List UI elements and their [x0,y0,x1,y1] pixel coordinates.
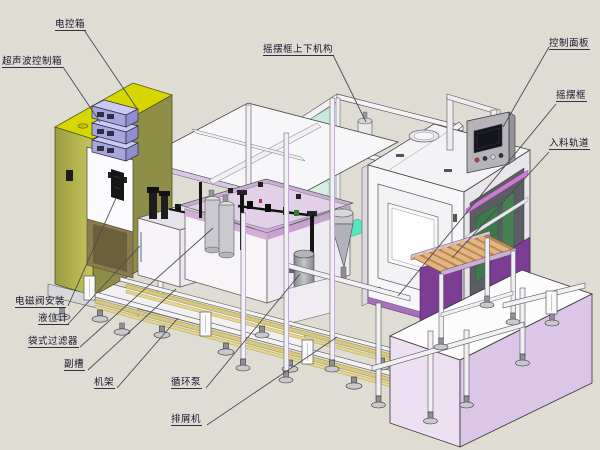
leader-auxiliary-tank [87,288,177,371]
panel-buttons [474,153,504,163]
cabinet-feet [53,307,131,336]
leader-liquid-level-gauge [67,245,141,325]
label-circulation-pump: 循环泵 [171,377,203,389]
control-panel-unit [446,93,516,174]
label-chip-conveyor: 排屑机 [171,414,203,426]
leader-chip-conveyor [206,336,338,426]
leader-electric-control-box [83,29,139,111]
rollers [413,235,510,273]
solenoid-valve-mount [86,146,134,279]
label-bag-filter: 袋式过滤器 [28,336,80,348]
label-auxiliary-tank: 副槽 [64,359,86,371]
bag-filters [204,189,235,259]
leader-feed-track [451,151,550,259]
leader-solenoid-valve-mount [67,197,117,307]
label-control-panel: 控制面板 [549,38,591,50]
adjuster-brackets [83,275,314,365]
label-machine-frame: 机架 [94,377,116,389]
leader-lines [62,29,557,426]
machine-feet [235,353,530,425]
leader-bag-filter [79,227,214,348]
ultrasonic-control-boxes [91,99,139,162]
leader-swing-frame [397,103,557,297]
label-ultrasonic-control-box: 超声波控制箱 [2,56,64,68]
label-electric-control-box: 电控箱 [55,19,87,31]
label-solenoid-valve-mount: 电磁阀安装 [15,296,67,308]
label-swing-frame-lift-mechanism: 摇摆框上下机构 [263,44,335,56]
leader-swing-frame-lift-mechanism [332,54,367,123]
label-feed-track: 入料轨道 [549,138,591,150]
leader-circulation-pump [205,273,301,389]
label-liquid-level-gauge: 液位计 [38,313,70,325]
middle-equipment [136,178,355,325]
leader-machine-frame [116,317,179,389]
leader-control-panel [502,46,550,128]
label-swing-frame: 摇摆框 [556,90,588,102]
panel-screen [473,123,503,154]
track-stand [433,237,521,351]
cyclone-separator [330,208,354,282]
leader-ultrasonic-control-box [62,66,101,123]
